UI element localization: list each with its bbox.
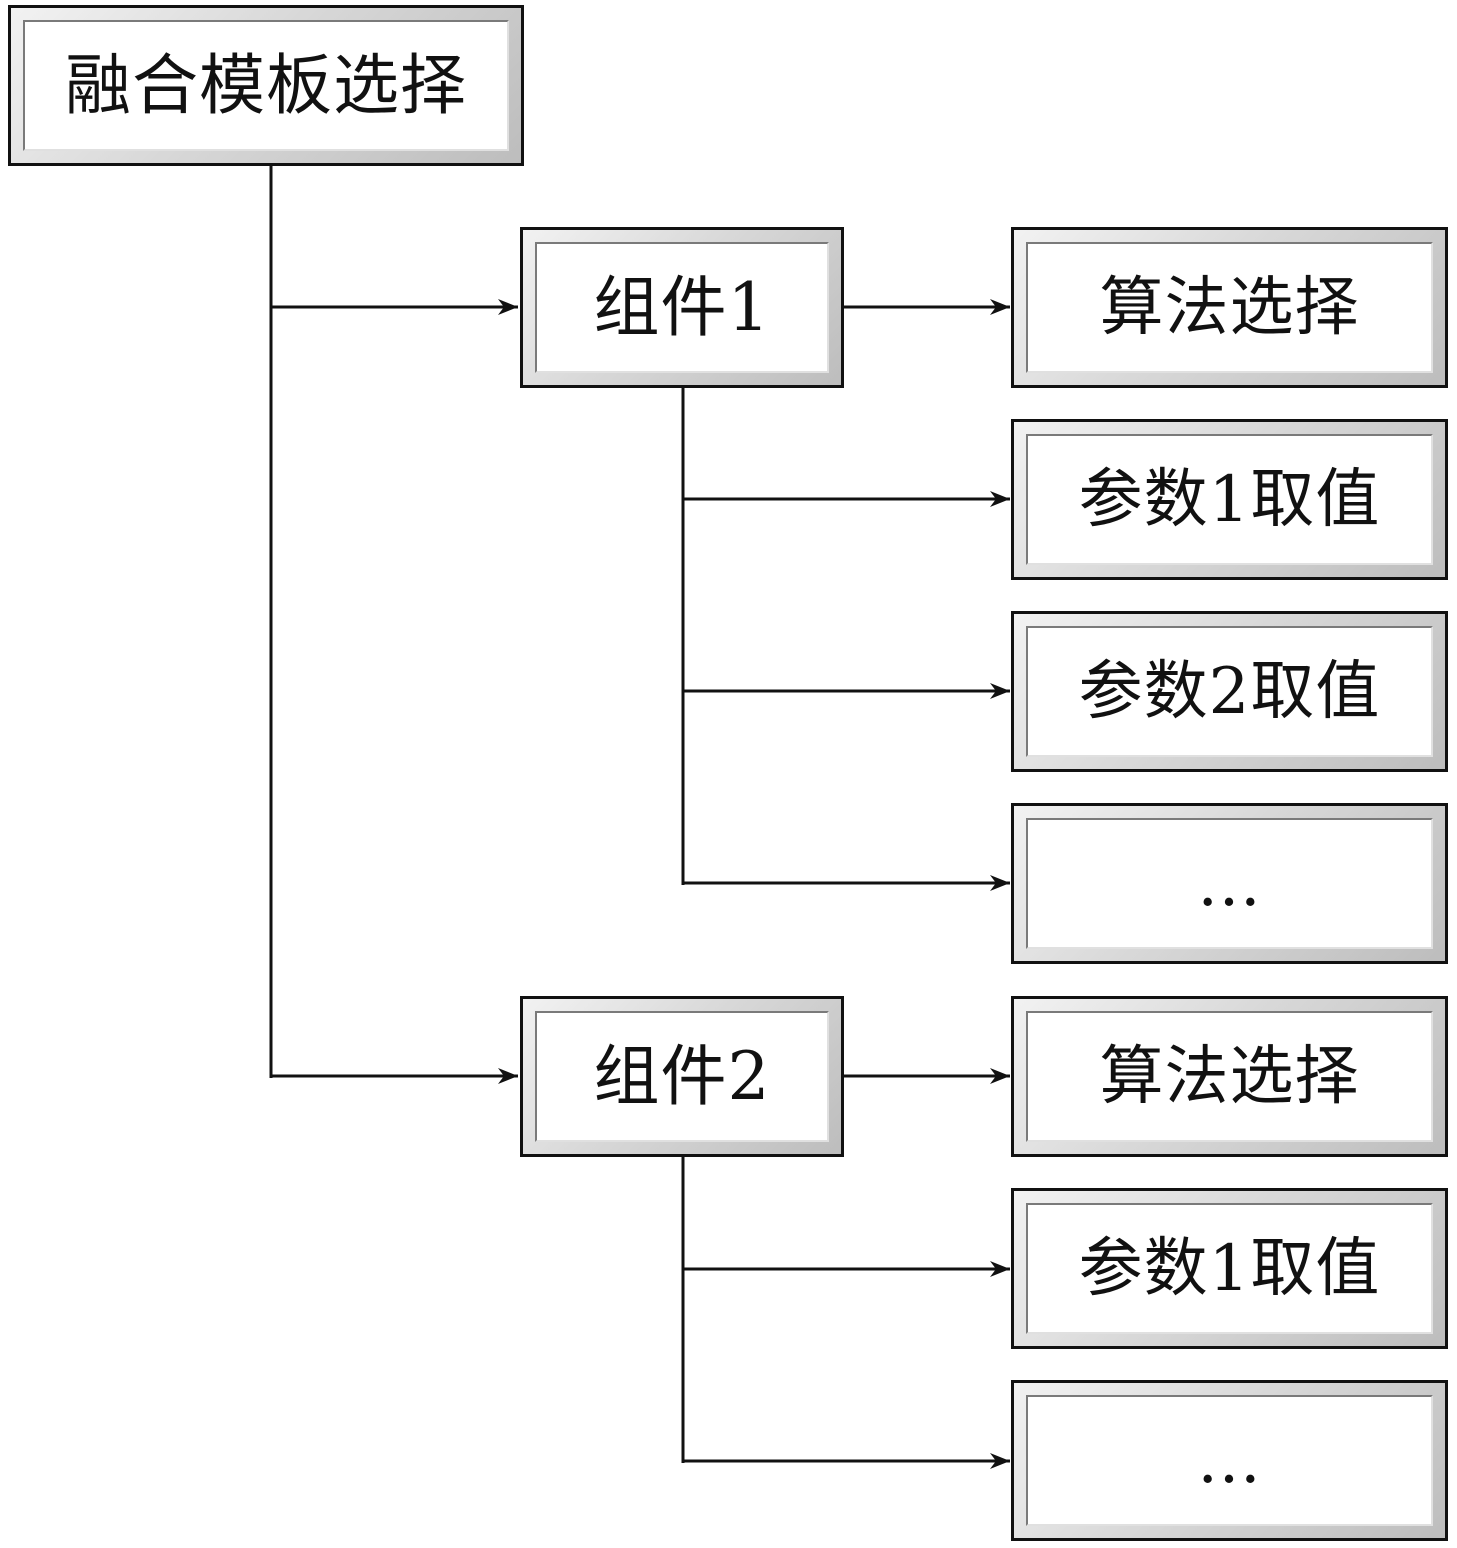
node-component2-param1-face: 参数1取值 bbox=[1026, 1203, 1433, 1334]
node-component1-param1: 参数1取值 bbox=[1011, 419, 1448, 580]
node-component2-more-face: … bbox=[1026, 1395, 1433, 1526]
node-component1-param1-label: 参数1取值 bbox=[1078, 462, 1381, 537]
node-root-fusion-template-select: 融合模板选择 bbox=[8, 5, 524, 166]
node-component1-algorithm-label: 算法选择 bbox=[1099, 270, 1360, 345]
node-component2: 组件2 bbox=[520, 996, 844, 1157]
node-component1-algorithm-face: 算法选择 bbox=[1026, 242, 1433, 373]
node-component1-algorithm: 算法选择 bbox=[1011, 227, 1448, 388]
node-component1-face: 组件1 bbox=[535, 242, 829, 373]
node-component2-param1: 参数1取值 bbox=[1011, 1188, 1448, 1349]
node-root-face: 融合模板选择 bbox=[23, 20, 509, 151]
node-root-label: 融合模板选择 bbox=[65, 46, 467, 124]
node-component2-algorithm-label: 算法选择 bbox=[1099, 1039, 1360, 1114]
node-component2-more: … bbox=[1011, 1380, 1448, 1541]
node-component2-face: 组件2 bbox=[535, 1011, 829, 1142]
node-component2-algorithm: 算法选择 bbox=[1011, 996, 1448, 1157]
node-component1-param2-label: 参数2取值 bbox=[1078, 654, 1381, 729]
node-component1-label: 组件1 bbox=[593, 268, 771, 346]
node-component1-more-label: … bbox=[1197, 846, 1262, 921]
node-component2-param1-label: 参数1取值 bbox=[1078, 1231, 1381, 1306]
node-component2-more-label: … bbox=[1197, 1423, 1262, 1498]
node-component1-param2: 参数2取值 bbox=[1011, 611, 1448, 772]
node-component2-algorithm-face: 算法选择 bbox=[1026, 1011, 1433, 1142]
node-component1-param2-face: 参数2取值 bbox=[1026, 626, 1433, 757]
node-component1-more: … bbox=[1011, 803, 1448, 964]
node-component1-param1-face: 参数1取值 bbox=[1026, 434, 1433, 565]
node-component1: 组件1 bbox=[520, 227, 844, 388]
node-component1-more-face: … bbox=[1026, 818, 1433, 949]
node-component2-label: 组件2 bbox=[593, 1037, 771, 1115]
